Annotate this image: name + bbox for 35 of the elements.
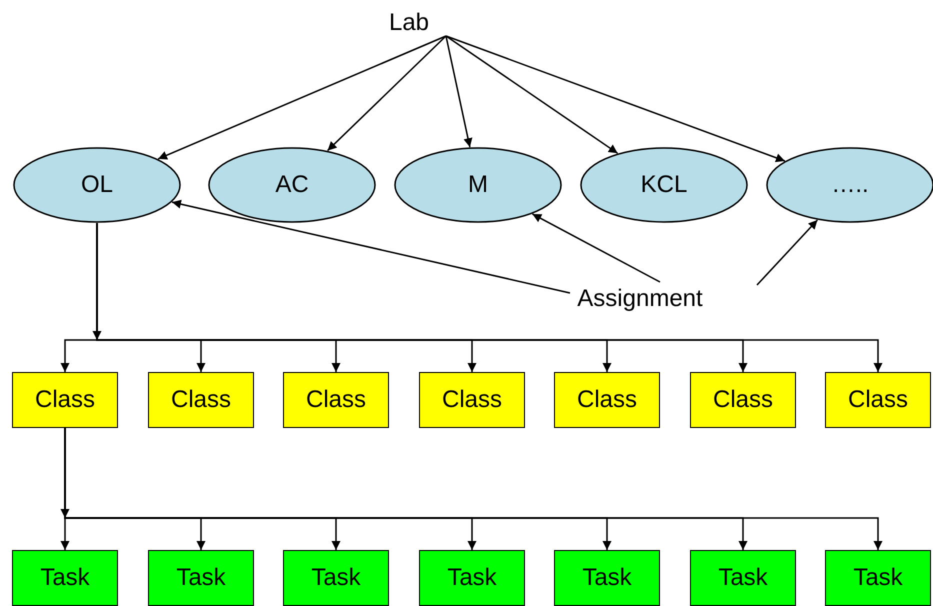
node-label: ….. (831, 172, 869, 198)
class-box: Class (148, 372, 254, 428)
oval-node (13, 147, 181, 223)
oval-node (580, 147, 748, 223)
arrow-trunk (92, 223, 102, 340)
node-label: M (468, 172, 488, 198)
arrow (446, 35, 618, 154)
task-box: Task (12, 550, 118, 606)
arrow (327, 35, 447, 152)
oval-node (208, 147, 376, 223)
arrow (158, 35, 446, 160)
node-label: Lab (384, 8, 434, 38)
node-label: OL (80, 172, 113, 198)
task-box: Task (148, 550, 254, 606)
class-box: Class (12, 372, 118, 428)
task-box: Task (554, 550, 660, 606)
class-box: Class (283, 372, 389, 428)
task-box: Task (419, 550, 525, 606)
arrow-trunk (60, 428, 70, 518)
arrow (445, 36, 472, 148)
node-label: KCL (640, 172, 688, 198)
task-box: Task (825, 550, 931, 606)
task-box: Task (283, 550, 389, 606)
task-box: Task (690, 550, 796, 606)
class-box: Class (554, 372, 660, 428)
class-box: Class (690, 372, 796, 428)
class-box: Class (825, 372, 931, 428)
class-box: Class (419, 372, 525, 428)
arrow (172, 200, 570, 294)
oval-node (394, 147, 562, 223)
node-label: Assignment (560, 284, 720, 314)
arrow (756, 220, 818, 286)
arrow (532, 213, 660, 283)
node-label: AC (275, 172, 309, 198)
arrow (446, 35, 786, 162)
